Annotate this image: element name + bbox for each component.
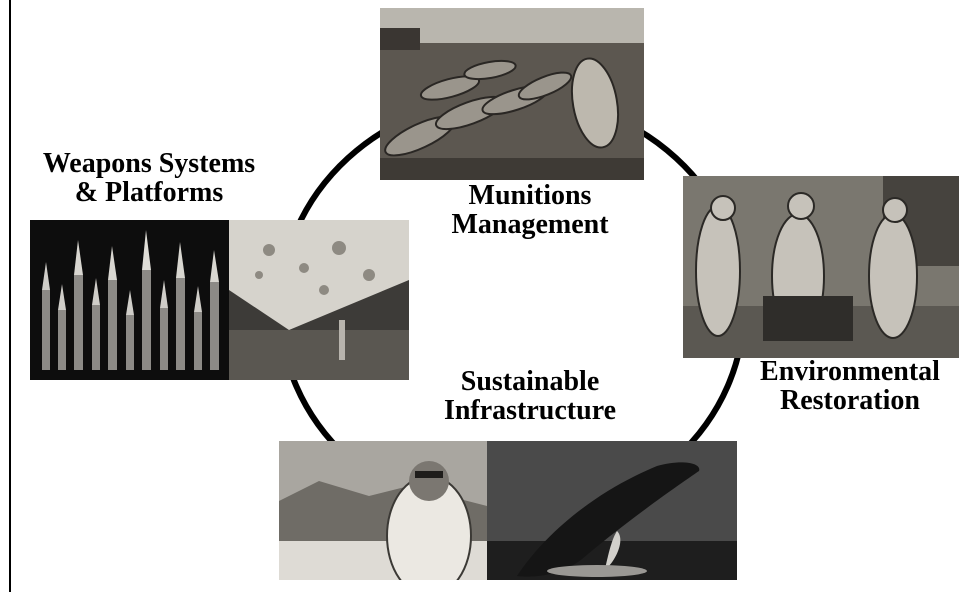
environmental-label-line-1: Environmental (760, 356, 940, 387)
environmental-label-line-2: Restoration (780, 384, 920, 416)
hazmat-cleanup-crew-photo (683, 176, 959, 358)
left-border-line (9, 0, 11, 592)
aircraft-corrosion-photo (229, 220, 409, 380)
munitions-management-label: Munitions Management (410, 180, 650, 240)
munitions-label-line-2: Management (451, 208, 609, 240)
weapons-label-line-2: & Platforms (74, 176, 224, 208)
weapons-systems-label: Weapons Systems & Platforms (8, 148, 290, 208)
arctic-soldier-photo (279, 441, 487, 580)
munitions-label-line-1: Munitions (468, 180, 592, 211)
weapons-label-line-1: Weapons Systems (42, 148, 256, 179)
breaching-whale-photo (487, 441, 737, 580)
infrastructure-label-line-2: Infrastructure (443, 394, 617, 426)
sustainable-infrastructure-label: Sustainable Infrastructure (410, 366, 650, 426)
infrastructure-label-line-1: Sustainable (460, 366, 600, 397)
munitions-field-photo (380, 8, 644, 180)
ammunition-rounds-photo (30, 220, 230, 380)
environmental-restoration-label: Environmental Restoration (730, 356, 970, 416)
